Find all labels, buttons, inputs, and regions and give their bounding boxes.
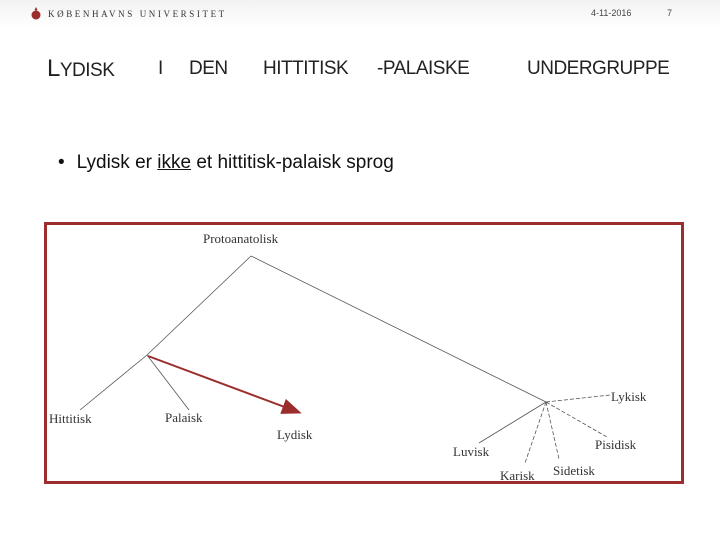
header-bar: KØBENHAVNS UNIVERSITET 4-11-2016 7 [0, 0, 720, 28]
node-protoanatolisk: Protoanatolisk [203, 231, 279, 246]
title-word-hittitisk: HITTITISK [263, 58, 349, 79]
title-word-lydisk: LYDISK [47, 55, 115, 83]
title-word-palaiske: -PALAISKE [377, 58, 470, 79]
tree-edge-lykisk [545, 394, 611, 403]
node-luvisk: Luvisk [453, 444, 490, 459]
node-lydisk: Lydisk [277, 427, 313, 442]
slide-date: 4-11-2016 [591, 8, 632, 18]
node-hittitisk: Hittitisk [49, 411, 92, 426]
lydisk-arrow [147, 355, 302, 414]
tree-edge-pisidisk [545, 401, 608, 438]
tree-canvas: Protoanatolisk Hittitisk Palaisk Lydisk … [49, 231, 647, 483]
university-name: KØBENHAVNS UNIVERSITET [48, 9, 227, 19]
bullet-text-before: Lydisk er [76, 152, 158, 173]
tree-edge-luvisk [478, 401, 547, 444]
node-lykisk: Lykisk [611, 389, 647, 404]
node-pisidisk: Pisidisk [595, 437, 637, 452]
tree-edge-karisk [524, 401, 547, 464]
title-word-i: I [158, 58, 163, 79]
node-karisk: Karisk [500, 468, 535, 483]
title-initial: L [47, 55, 60, 82]
bullet-text-underlined: ikke [157, 152, 192, 173]
tree-edge-root-right [250, 255, 547, 403]
bullet-point: • Lydisk er ikke et hittitisk-palaisk spr… [58, 152, 394, 174]
node-sidetisk: Sidetisk [553, 463, 595, 478]
bullet-dot-icon: • [58, 152, 65, 173]
title-word-undergruppe: UNDERGRUPPE [527, 58, 670, 79]
slide-number: 7 [667, 8, 673, 18]
node-palaisk: Palaisk [165, 410, 203, 425]
title-rest: YDISK [59, 60, 115, 81]
tree-edge-hittitisk [79, 354, 148, 411]
title-word-den: DEN [189, 58, 228, 79]
bullet-text-after: et hittitisk-palaisk sprog [191, 152, 394, 173]
tree-edge-palaisk [146, 354, 190, 411]
language-tree-diagram: Protoanatolisk Hittitisk Palaisk Lydisk … [44, 222, 684, 484]
university-logo-icon [31, 7, 41, 20]
tree-edge-root-left [146, 255, 252, 356]
tree-edge-sidetisk [545, 401, 560, 460]
